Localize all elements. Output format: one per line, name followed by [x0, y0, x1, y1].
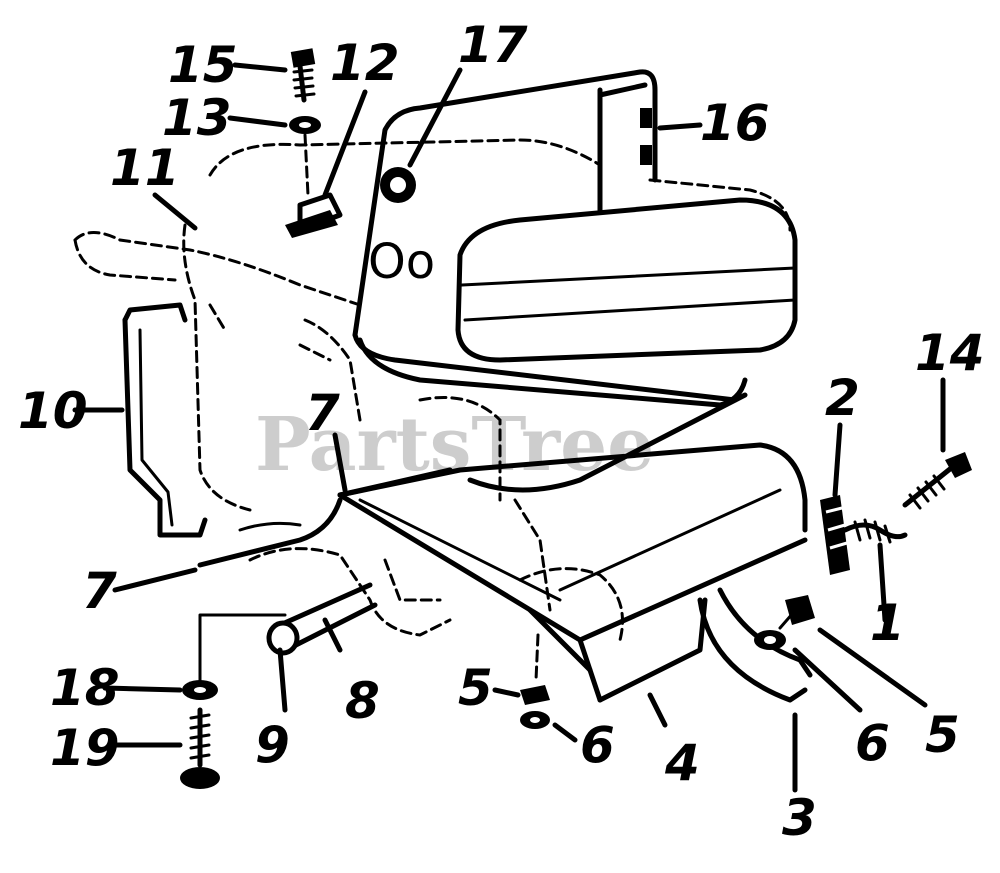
- bolt-18: [180, 707, 220, 789]
- callout-15: 16: [700, 94, 770, 152]
- callout-18: 19: [50, 719, 120, 777]
- callout-8: 8: [345, 672, 380, 730]
- callout-6-right: 6: [855, 714, 890, 772]
- callout-16: 17: [458, 16, 528, 74]
- callout-1: 1: [870, 594, 905, 652]
- baffle-plate: [122, 302, 208, 538]
- screw-19: [902, 452, 972, 510]
- callout-14: 15: [168, 36, 238, 94]
- leader-lines: [72, 62, 946, 793]
- callout-12: 12: [330, 34, 400, 92]
- callout-5-bottom: 5: [458, 659, 493, 717]
- spring-1: [842, 518, 908, 544]
- callout-9: 9: [255, 716, 290, 774]
- callout-17: 18: [50, 659, 120, 717]
- nut-washer-bottom: [520, 633, 550, 729]
- washer-17: [182, 613, 287, 700]
- air-cleaner: [455, 197, 798, 363]
- bracket-2: [820, 495, 850, 575]
- fuel-tank: [352, 332, 748, 493]
- grommet-16: [380, 167, 416, 203]
- engine-block-hidden: [73, 138, 792, 642]
- callout-7-lower: 7: [82, 562, 117, 620]
- pivot-pin: [266, 582, 378, 656]
- engine-logo: Oo: [368, 234, 435, 290]
- washer-13: [289, 116, 321, 197]
- bolt-14: [290, 48, 316, 103]
- nut-washer-right: [754, 595, 815, 650]
- callout-2: 2: [825, 369, 860, 427]
- callout-7-upper: 7: [305, 384, 340, 442]
- callout-13: 13: [162, 89, 232, 147]
- callout-19: 14: [915, 324, 985, 382]
- clamp-12: [285, 192, 343, 238]
- callout-4: 4: [664, 734, 700, 792]
- callout-3: 3: [782, 789, 817, 847]
- engine-shroud: Oo: [352, 69, 748, 408]
- callout-6-bottom: 6: [580, 716, 615, 774]
- callout-labels: 15 12 17 13 11 16 10 7 7 18 19 9 8 5 6 4…: [18, 16, 985, 847]
- callout-11: 11: [110, 139, 180, 197]
- callout-5-right: 5: [925, 706, 960, 764]
- callout-10: 10: [18, 382, 88, 440]
- fuel-line: [527, 607, 593, 673]
- link-rod: [197, 467, 453, 568]
- decal-15: [640, 108, 652, 165]
